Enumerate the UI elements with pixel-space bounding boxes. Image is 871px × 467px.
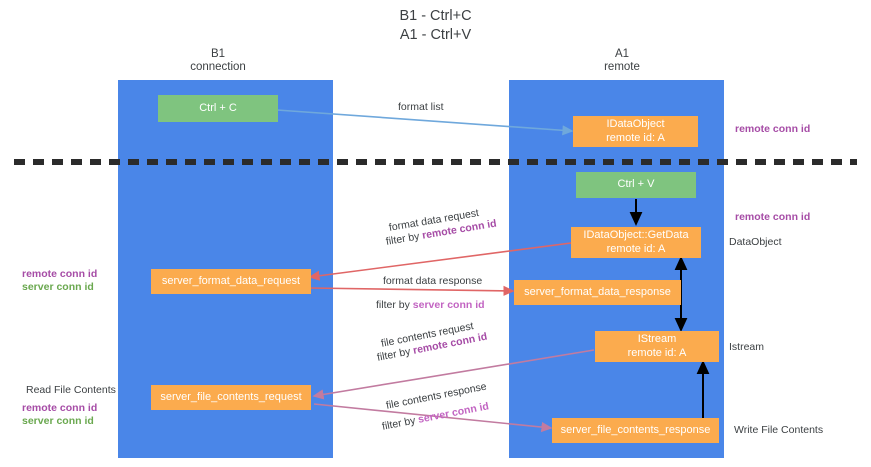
annotation-write-file-contents: Write File Contents	[734, 424, 824, 436]
box-server-file-contents-response[interactable]: server_file_contents_response	[552, 418, 719, 443]
annotation-left-remote-conn-id-mid: remote conn id	[22, 268, 98, 280]
filter-prefix: filter by	[381, 413, 420, 433]
box-idataobject-getdata[interactable]: IDataObject::GetData remote id: A	[571, 227, 701, 258]
annotation-left-server-conn-id-mid: server conn id	[22, 281, 94, 293]
box-server-file-contents-request[interactable]: server_file_contents_request	[151, 385, 311, 410]
edge-label-format-data-response-filter: filter by server conn id	[376, 299, 485, 312]
annotation-read-file-contents: Read File Contents	[26, 384, 116, 396]
page-title: B1 - Ctrl+C A1 - Ctrl+V	[399, 8, 472, 43]
filter-key-server-conn-id: server conn id	[412, 299, 485, 311]
annotation-istream: Istream	[729, 341, 765, 353]
edge-label-format-data-response: format data response	[383, 275, 483, 287]
edge-label-format-list: format list	[398, 101, 444, 113]
lane-header-b1: B1 connection	[190, 48, 246, 73]
annotation-dataobject: DataObject	[729, 236, 782, 248]
filter-prefix: filter by	[376, 299, 413, 311]
box-server-format-data-response[interactable]: server_format_data_response	[514, 280, 681, 305]
box-ctrl-v[interactable]: Ctrl + V	[576, 172, 696, 198]
box-ctrl-c[interactable]: Ctrl + C	[158, 95, 278, 122]
annotation-left-remote-conn-id-bottom: remote conn id	[22, 402, 98, 414]
box-istream[interactable]: IStream remote id: A	[595, 331, 719, 362]
box-server-format-data-request[interactable]: server_format_data_request	[151, 269, 311, 294]
annotation-remote-conn-id-top: remote conn id	[735, 123, 811, 135]
box-idataobject-create[interactable]: IDataObject remote id: A	[573, 116, 698, 147]
annotation-remote-conn-id-mid: remote conn id	[735, 211, 811, 223]
annotation-left-server-conn-id-bottom: server conn id	[22, 415, 94, 427]
lane-header-a1: A1 remote	[604, 48, 640, 73]
